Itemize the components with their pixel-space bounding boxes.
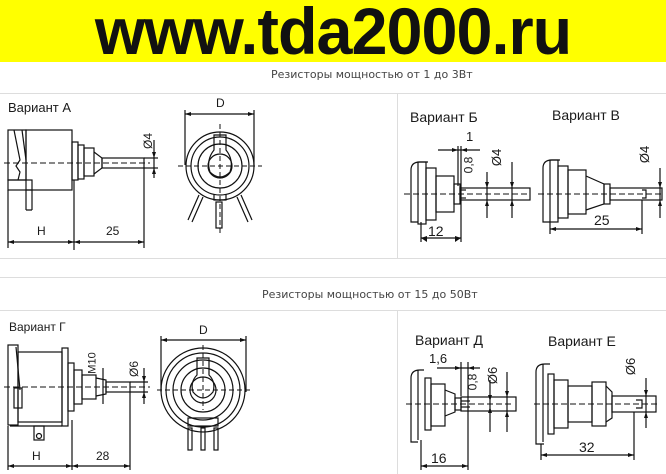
variant-b-label: Вариант Б <box>410 109 478 125</box>
variant-d-dim-slot-depth: 0,8 <box>465 373 480 391</box>
variant-g-dim-length: 28 <box>96 449 110 463</box>
variant-g-dim-h: H <box>32 449 41 463</box>
variant-g-dim-thread: M10 <box>86 352 99 374</box>
variant-b-dim-shaft: Ø4 <box>489 148 505 167</box>
variant-v-label: Вариант В <box>552 107 620 123</box>
variant-d-dim-length: 16 <box>431 450 447 466</box>
variant-a-dim-h: H <box>37 224 46 238</box>
site-url-title: www.tda2000.ru <box>94 0 572 68</box>
variant-b-dim-slot-depth: 0,8 <box>461 156 476 174</box>
variant-a-label: Вариант А <box>8 100 72 115</box>
section-caption-15-50w: Резисторы мощностью от 15 до 50Вт <box>262 288 478 301</box>
variant-e-dim-shaft: Ø6 <box>623 357 639 376</box>
variant-e-dim-length: 32 <box>579 439 595 455</box>
variant-b-dim-length: 12 <box>428 223 444 239</box>
table-border <box>0 258 666 259</box>
table-divider <box>397 310 398 474</box>
variant-e-drawing <box>534 363 658 460</box>
variant-d-label: Вариант Д <box>415 332 484 348</box>
variant-g-dim-shaft: Ø6 <box>127 360 142 378</box>
section-caption-1-3w: Резисторы мощностью от 1 до 3Вт <box>271 68 473 81</box>
site-banner: www.tda2000.ru <box>0 0 666 68</box>
variant-g-dim-d: D <box>199 323 208 337</box>
variant-v-drawing <box>538 159 664 234</box>
variant-a-dim-length: 25 <box>106 224 120 238</box>
variant-a-dim-d: D <box>216 96 225 110</box>
variant-g-side-drawing <box>4 344 150 470</box>
variant-d-drawing <box>406 362 517 470</box>
variant-a-side-drawing <box>4 129 158 250</box>
variant-e-label: Вариант Е <box>548 333 616 349</box>
table-border <box>0 310 666 311</box>
variant-g-front-drawing <box>157 336 252 451</box>
variant-a-front-drawing <box>178 110 262 236</box>
variant-a-dim-shaft: Ø4 <box>141 132 156 150</box>
variant-v-dim-shaft: Ø4 <box>637 145 653 164</box>
table-border <box>0 93 666 94</box>
variant-v-dim-length: 25 <box>594 212 610 228</box>
variant-d-dim-shaft: Ø6 <box>485 366 501 385</box>
variant-b-dim-slot: 1 <box>466 129 474 144</box>
table-divider <box>397 93 398 258</box>
table-border <box>0 277 666 278</box>
variant-d-dim-slot: 1,6 <box>429 351 448 366</box>
variant-g-label: Вариант Г <box>9 320 66 334</box>
variant-b-drawing <box>404 146 531 242</box>
